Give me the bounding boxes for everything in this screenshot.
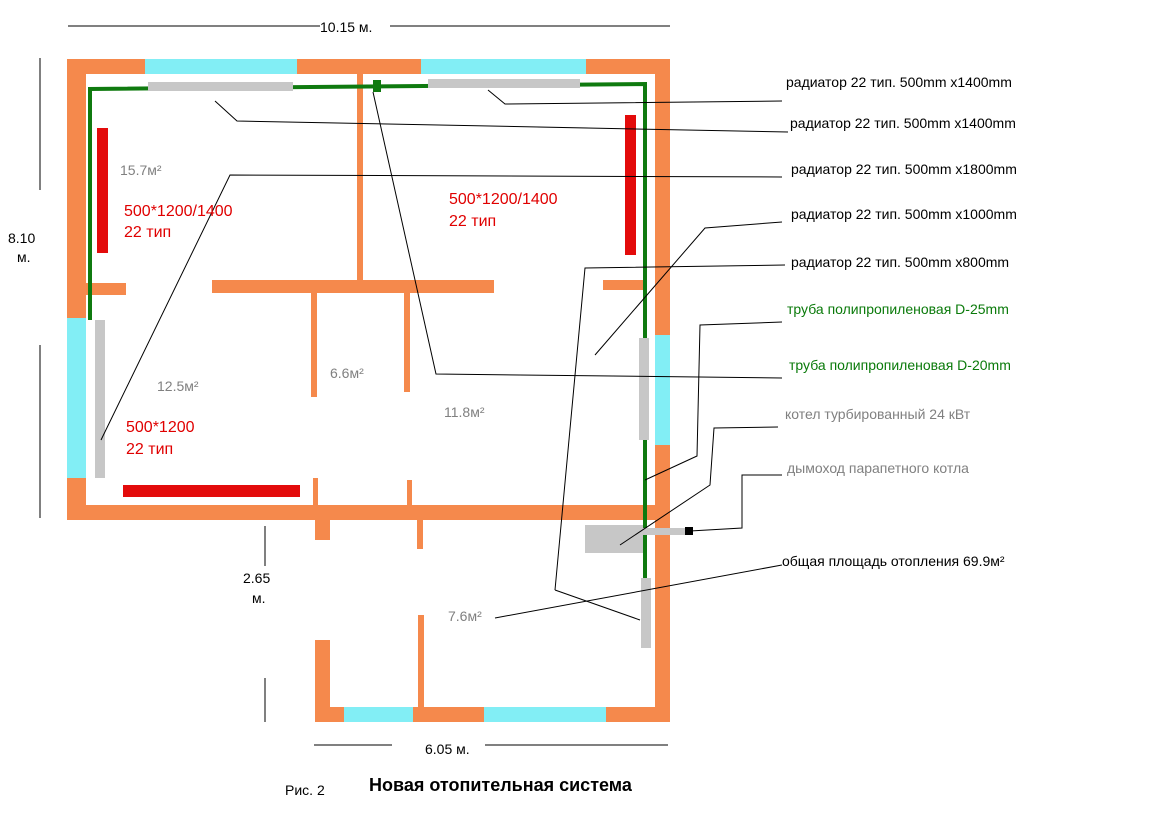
legend-item-5: радиатор 22 тип. 500mm х800mm (791, 254, 1009, 270)
radiator-label-c-line1: 500*1200 (126, 419, 195, 436)
leader-lines (100, 89, 789, 621)
room-area-5: 7.6м² (448, 608, 482, 624)
legend-item-6: труба полипропиленовая D-25mm (787, 301, 1009, 317)
legend-item-10: общая площадь отопления 69.9м² (782, 553, 1005, 569)
legend-item-2: радиатор 22 тип. 500mm х1400mm (790, 115, 1016, 131)
dim-middle-value: 2.65 (243, 570, 270, 586)
legend-item-8: котел турбированный 24 кВт (785, 406, 971, 422)
figure-number: Рис. 2 (285, 782, 325, 798)
dim-middle-unit: м. (252, 590, 266, 606)
dimension-lines (39, 25, 670, 746)
room-area-3: 6.6м² (330, 365, 364, 381)
radiator-label-a-line1: 500*1200/1400 (124, 203, 233, 220)
dim-left-unit: м. (17, 249, 31, 265)
room-area-4: 11.8м² (444, 404, 485, 420)
radiator-label-b-line2: 22 тип (449, 213, 496, 230)
windows (67, 59, 670, 722)
pipe-valve (373, 80, 381, 92)
dim-bottom-label: 6.05 м. (425, 741, 470, 757)
chimney-pipe (643, 528, 685, 535)
figure-title: Новая отопительная система (369, 775, 633, 795)
boiler (585, 525, 643, 553)
chimney-end (685, 527, 693, 535)
radiator-label-a-line2: 22 тип (124, 224, 171, 241)
dim-top-label: 10.15 м. (320, 19, 372, 35)
dim-left-value: 8.10 (8, 230, 35, 246)
legend-item-1: радиатор 22 тип. 500mm х1400mm (786, 74, 1012, 90)
legend-item-9: дымоход парапетного котла (787, 460, 969, 476)
legend-item-4: радиатор 22 тип. 500mm х1000mm (791, 206, 1017, 222)
room-area-2: 12.5м² (157, 378, 199, 394)
legend-item-3: радиатор 22 тип. 500mm х1800mm (791, 161, 1017, 177)
heating-pipes (88, 81, 647, 578)
legend-item-7: труба полипропиленовая D-20mm (789, 357, 1011, 373)
radiators (95, 79, 651, 648)
room-area-1: 15.7м² (120, 162, 162, 178)
radiator-label-b-line1: 500*1200/1400 (449, 191, 558, 208)
radiator-label-c-line2: 22 тип (126, 441, 173, 458)
